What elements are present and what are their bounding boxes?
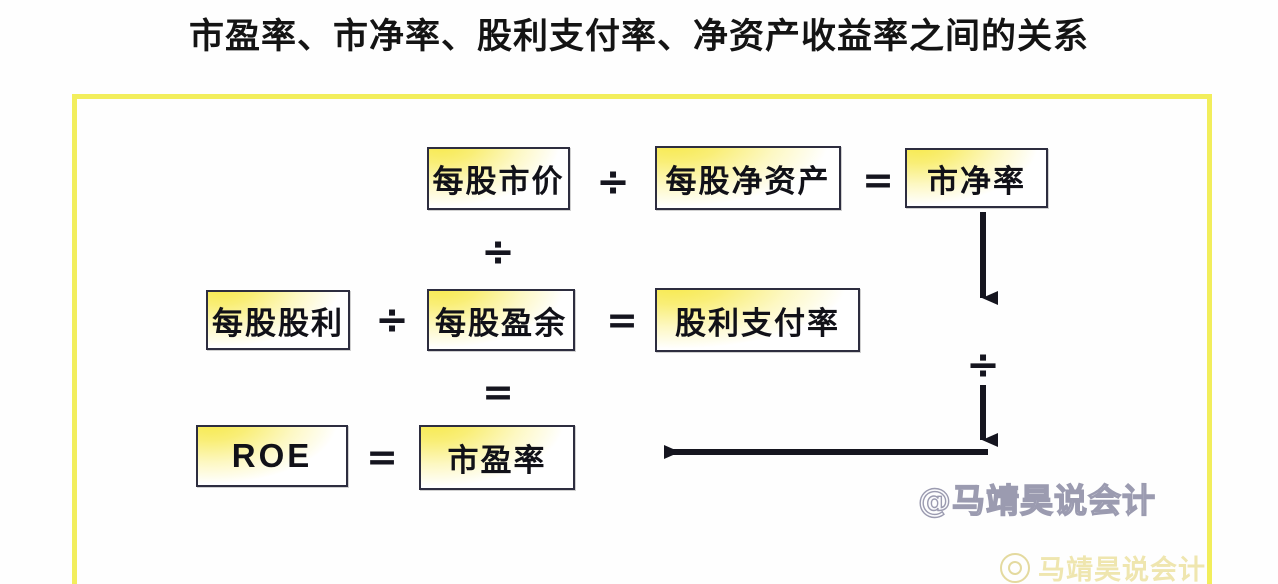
box-price-to-earnings-ratio[interactable]: 市盈率 bbox=[419, 425, 575, 490]
box-roe[interactable]: ROE bbox=[196, 425, 348, 487]
box-earnings-per-share[interactable]: 每股盈余 bbox=[427, 289, 575, 351]
operator-equals-column: = bbox=[482, 370, 514, 414]
operator-divide-column: ÷ bbox=[481, 229, 515, 275]
operator-divide-row2: ÷ bbox=[375, 297, 409, 343]
box-price-to-book-ratio[interactable]: 市净率 bbox=[905, 148, 1048, 208]
yellow-frame-border bbox=[72, 94, 1212, 584]
watermark-footer: 马靖昊说会计 bbox=[1000, 548, 1206, 584]
watermark-footer-text: 马靖昊说会计 bbox=[1038, 555, 1206, 584]
box-dividend-per-share[interactable]: 每股股利 bbox=[206, 290, 350, 350]
box-net-asset-per-share[interactable]: 每股净资产 bbox=[655, 146, 841, 210]
box-price-per-share[interactable]: 每股市价 bbox=[427, 147, 570, 210]
operator-equals-row2: = bbox=[606, 298, 638, 342]
operator-equals-row1: = bbox=[862, 158, 894, 202]
operator-divide-row1: ÷ bbox=[596, 159, 630, 205]
operator-equals-row3: = bbox=[366, 435, 398, 479]
operator-divide-right-chain: ÷ bbox=[966, 342, 1000, 388]
weibo-logo-icon bbox=[1000, 552, 1030, 583]
watermark-main: @马靖昊说会计 bbox=[917, 480, 1156, 520]
box-dividend-payout-ratio[interactable]: 股利支付率 bbox=[655, 288, 860, 352]
page-title: 市盈率、市净率、股利支付率、净资产收益率之间的关系 bbox=[188, 16, 1089, 57]
